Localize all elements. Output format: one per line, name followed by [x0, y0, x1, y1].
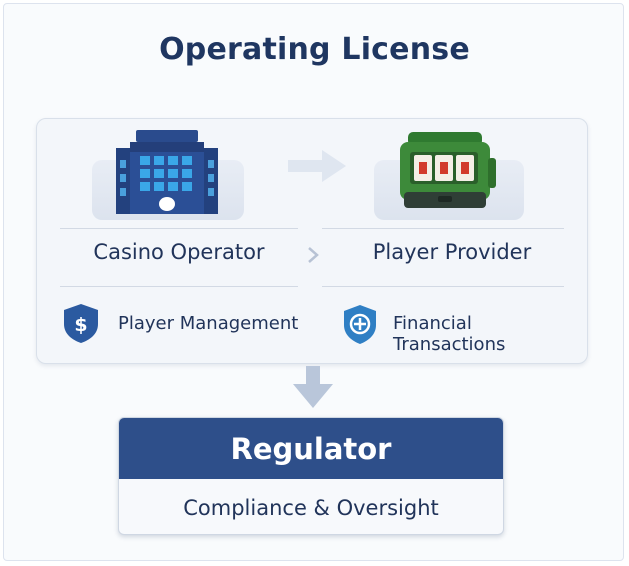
regulator-title: Regulator: [119, 418, 503, 479]
player-provider-label: Player Provider: [372, 240, 532, 264]
transaction-shield-icon: [344, 305, 376, 344]
regulator-subtitle: Compliance & Oversight: [183, 495, 439, 520]
financial-transactions-label: Financial Transactions: [393, 313, 506, 355]
player-management-label: Player Management: [118, 313, 299, 334]
regulator-box: Regulator Compliance & Oversight: [118, 417, 504, 535]
divider-operator-bottom: [60, 286, 298, 287]
divider-provider-bottom: [322, 286, 564, 287]
svg-text:$: $: [74, 314, 87, 336]
arrow-down-icon: [293, 366, 333, 408]
arrow-right-icon: [288, 150, 346, 182]
divider-operator-top: [60, 228, 298, 229]
dollar-shield-icon: $: [64, 304, 98, 343]
slot-machine-icon: [400, 132, 496, 208]
casino-operator-label: Casino Operator: [93, 240, 265, 264]
chevron-right-icon: [308, 247, 319, 263]
casino-building-icon: [116, 130, 218, 214]
diagram-title: Operating License: [159, 32, 470, 67]
divider-provider-top: [322, 228, 564, 229]
